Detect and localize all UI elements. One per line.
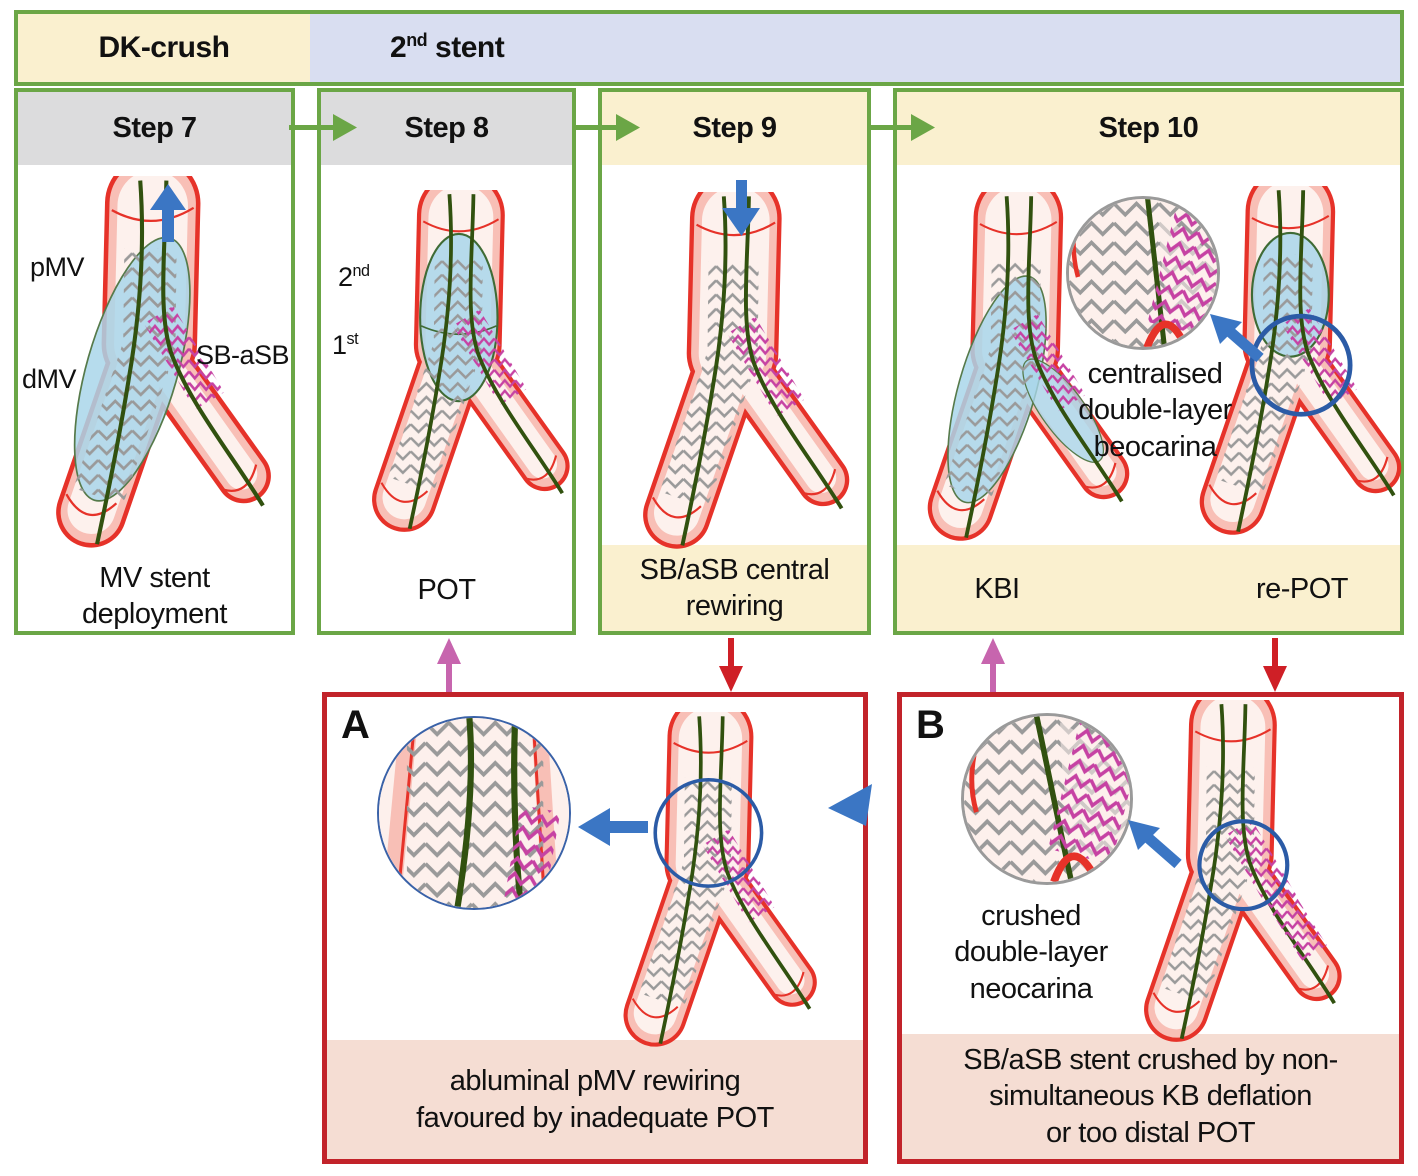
kbi-caption: KBI [974, 573, 1020, 605]
repot-highlight-circle [1249, 313, 1353, 417]
banner-dk-crush-cell: DK-crush [18, 14, 310, 82]
step9-header: Step 9 [602, 92, 867, 165]
panel-a-caption: abluminal pMV rewiring favoured by inade… [416, 1065, 774, 1134]
panel-a-down-arrow-icon [719, 638, 743, 692]
pmv-label: pMV [30, 252, 85, 282]
step8-title: Step 8 [404, 112, 489, 144]
step8-header: Step 8 [321, 92, 572, 165]
dmv-label: dMV [22, 364, 77, 394]
panel-a-letter: A [341, 703, 370, 747]
step10-magnifier-inset-circle [1066, 196, 1220, 350]
panel-b-up-arrow-icon [981, 638, 1005, 692]
step10-title: Step 10 [1098, 112, 1199, 144]
panel-b-vessel-illustration [1120, 700, 1350, 1045]
second-stent-pointer-label: 2nd [338, 262, 370, 292]
panel-a-arrowhead-icon [828, 784, 872, 826]
first-stent-pointer-label: 1st [332, 330, 359, 360]
panel-a-caption-band: abluminal pMV rewiring favoured by inade… [327, 1040, 863, 1159]
kbi-vessel-illustration [903, 192, 1138, 544]
panel-b-magnifier-inset-circle [961, 713, 1133, 885]
repot-caption: re-POT [1255, 573, 1349, 605]
panel-b-caption: SB/aSB stent crushed by non- simultaneou… [963, 1044, 1338, 1149]
second-stent-label: 2nd stent [390, 30, 505, 64]
step8-vessel-illustration [348, 190, 578, 535]
dk-crush-label: DK-crush [98, 31, 230, 64]
banner-second-stent-cell: 2nd stent [390, 14, 505, 82]
panel-b-down-arrow-icon [1263, 638, 1287, 692]
step9-caption-band: SB/aSB central rewiring [602, 545, 867, 631]
step7-title: Step 7 [112, 112, 197, 144]
step10-header: Step 10 [897, 92, 1400, 165]
panel-a-up-arrow-icon [437, 638, 461, 692]
flow-arrow-8-9-icon [572, 114, 640, 141]
step9-vessel-illustration [618, 192, 858, 552]
step9-down-arrow-icon [722, 180, 760, 236]
panel-a-vessel-illustration [600, 712, 825, 1050]
panel-b-highlight-circle [1197, 819, 1290, 912]
panel-a-magnifier-inset-circle [377, 716, 571, 910]
step10-caption-band: KBI re-POT [897, 545, 1400, 631]
step9-caption: SB/aSB central rewiring [639, 553, 830, 622]
panel-a-inset-pointer-arrow-icon [578, 808, 648, 846]
panel-b-inset-label: crushed double-layer neocarina [954, 900, 1108, 1005]
panel-b-inset-pointer-arrow-icon [1128, 820, 1182, 869]
panel-a-highlight-circle [653, 777, 764, 888]
step8-caption: POT [417, 574, 476, 606]
flow-arrow-7-8-icon [289, 114, 357, 141]
step10-inset-label: centralised double-layer beocarina [1078, 358, 1232, 463]
step7-caption: MV stent deployment [82, 562, 227, 631]
repot-vessel-illustration [1175, 186, 1410, 538]
banner: DK-crush 2nd stent [14, 10, 1404, 86]
step7-up-arrow-icon [150, 184, 186, 242]
step9-title: Step 9 [692, 112, 777, 144]
step10-inset-pointer-arrow-icon [1210, 314, 1264, 363]
panel-b-caption-band: SB/aSB stent crushed by non- simultaneou… [902, 1034, 1399, 1159]
sb-asb-label: SB-aSB [196, 340, 290, 370]
step9-box: Step 9 SB/aSB central rewiring [598, 88, 871, 635]
step8-box: Step 8 POT [317, 88, 576, 635]
flow-arrow-9-10-icon [867, 114, 935, 141]
step7-header: Step 7 [18, 92, 291, 165]
panel-b-letter: B [916, 703, 945, 747]
